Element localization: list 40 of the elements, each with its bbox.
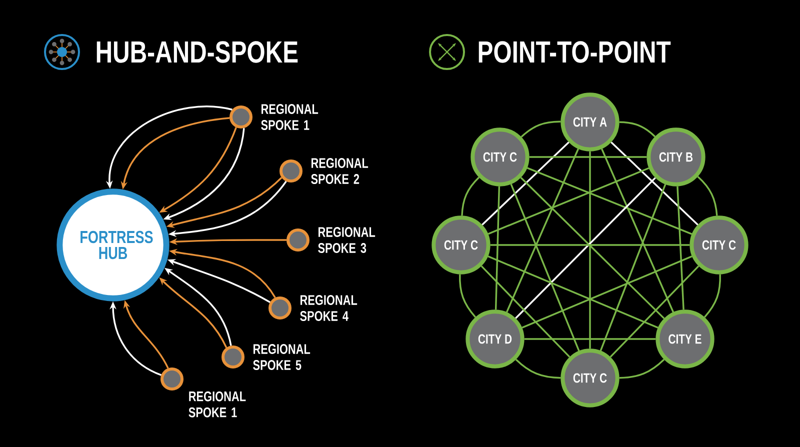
connector-line <box>520 120 561 138</box>
connector-line <box>488 167 650 235</box>
connector-line <box>529 156 647 158</box>
spoke-label: REGIONAL SPOKE 4 <box>300 295 358 321</box>
connector-line <box>490 244 690 246</box>
spoke-label: REGIONAL SPOKE 5 <box>253 344 310 370</box>
connector-line <box>676 186 684 310</box>
connector-line <box>610 265 700 358</box>
spoke-circle <box>230 106 252 128</box>
spoke-label: REGIONAL SPOKE 3 <box>318 227 376 253</box>
spoke-circle <box>268 296 292 320</box>
connector-line <box>515 358 561 379</box>
spoke-label: REGIONAL SPOKE 2 <box>311 158 368 184</box>
spoke-label: REGIONAL SPOKE 1 <box>261 104 318 130</box>
connector-line <box>510 184 580 352</box>
spoke-circle <box>280 160 302 182</box>
connector-line <box>704 274 722 318</box>
connector-line <box>524 338 656 340</box>
connector-line <box>506 148 580 312</box>
connector-line <box>610 142 698 226</box>
connector-line <box>459 274 476 318</box>
connector-line <box>482 142 570 226</box>
spoke-circle <box>160 368 184 390</box>
connector-line <box>526 167 692 235</box>
connector-line <box>600 184 666 351</box>
connector-line <box>600 148 674 312</box>
spoke-circle <box>222 346 244 368</box>
heading: HUB-AND-SPOKE <box>96 41 298 63</box>
spoke-label: REGIONAL SPOKE 1 <box>188 391 246 418</box>
connector-line <box>522 256 692 328</box>
connector-line <box>697 176 718 216</box>
spoke-circle <box>286 228 310 252</box>
heading: POINT-TO-POINT <box>478 41 671 63</box>
connector-line <box>461 176 480 216</box>
connector-line <box>494 186 500 310</box>
connector-line <box>619 358 665 379</box>
connector-line <box>589 151 591 349</box>
connector-line <box>480 265 570 358</box>
connector-line <box>488 256 658 328</box>
connector-line <box>619 121 656 138</box>
